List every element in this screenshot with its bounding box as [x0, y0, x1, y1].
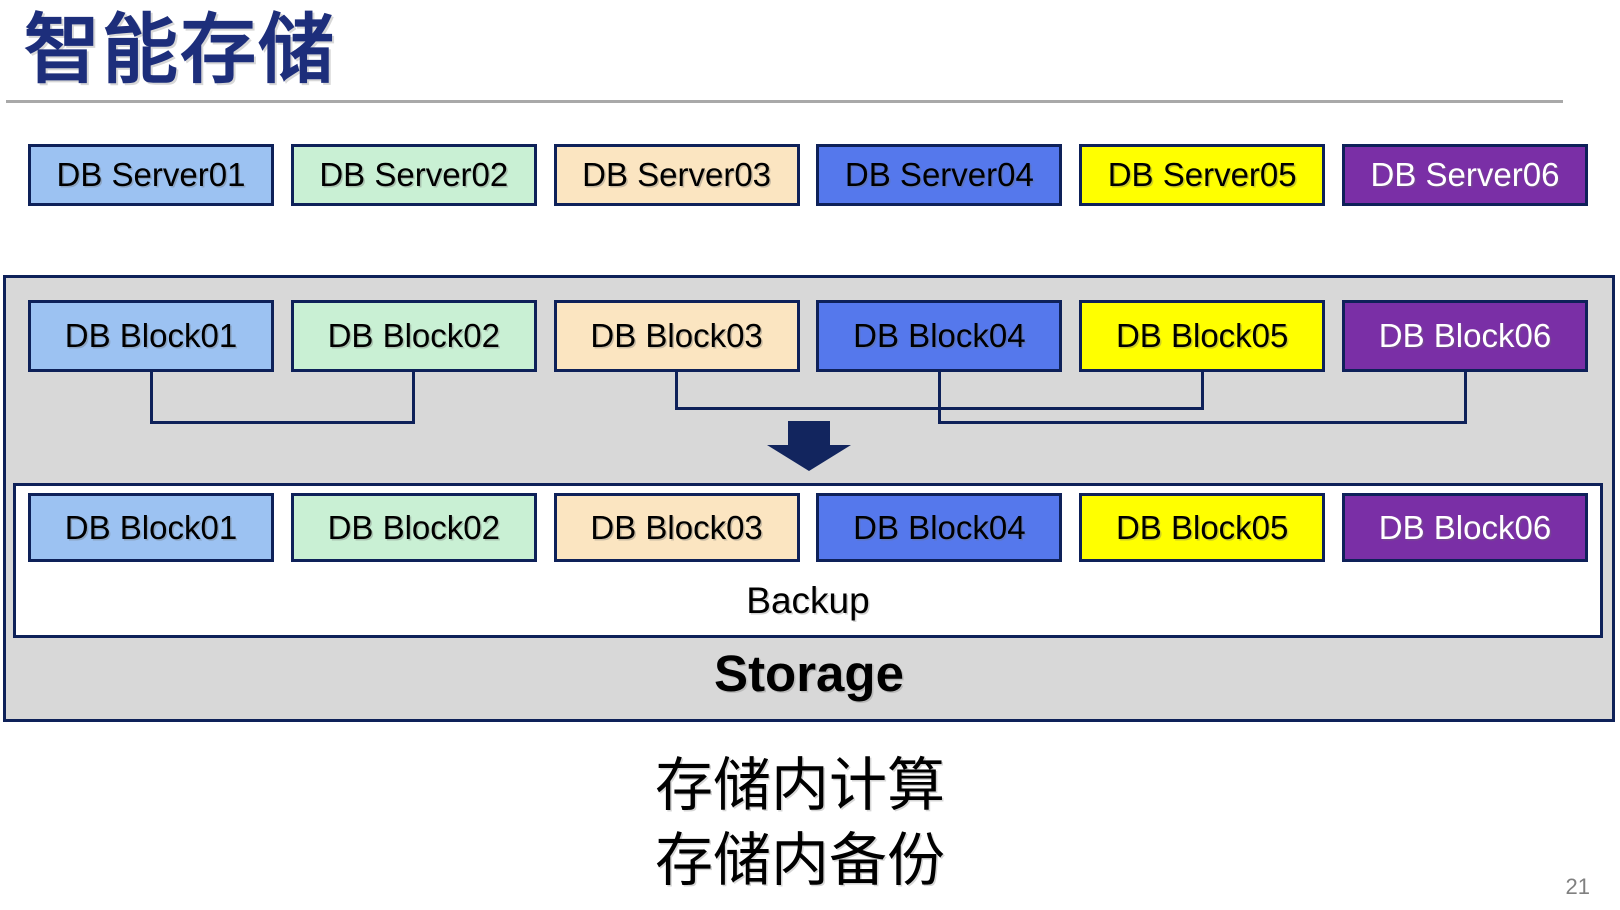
db-server-box-1: DB Server01 [28, 144, 274, 206]
db-block-backup-box-6: DB Block06 [1341, 493, 1588, 562]
db-server-row: DB Server01 DB Server02 DB Server03 DB Serv… [28, 144, 1588, 206]
connector-line [1464, 372, 1467, 424]
title-divider [6, 100, 1563, 103]
connector-line [675, 372, 678, 410]
db-block-backup-box-1: DB Block01 [28, 493, 274, 562]
backup-label: Backup [746, 580, 870, 621]
connector-line [412, 372, 415, 424]
arrow-down-icon [767, 421, 851, 471]
connector-line [1201, 372, 1204, 410]
connector-line [150, 421, 415, 424]
db-block-top-box-6: DB Block06 [1341, 300, 1588, 372]
connector-line [150, 372, 153, 424]
db-block-backup-box-3: DB Block03 [553, 493, 800, 562]
connector-line [938, 372, 941, 424]
db-block-backup-box-2: DB Block02 [290, 493, 537, 562]
db-server-box-4: DB Server04 [816, 144, 1063, 206]
db-block-top-box-1: DB Block01 [28, 300, 274, 372]
db-server-box-5: DB Server05 [1079, 144, 1326, 206]
caption-text: 存储内计算 存储内备份 [655, 748, 945, 898]
page-title: 智能存储 [24, 8, 336, 93]
db-block-top-box-3: DB Block03 [553, 300, 800, 372]
caption-line-2: 存储内备份 [655, 828, 946, 893]
storage-label: Storage [714, 645, 904, 702]
db-server-box-2: DB Server02 [290, 144, 537, 206]
db-block-backup-box-5: DB Block05 [1079, 493, 1326, 562]
db-block-top-box-2: DB Block02 [290, 300, 537, 372]
connector-line [938, 421, 1467, 424]
db-server-box-6: DB Server06 [1341, 144, 1588, 206]
db-server-box-3: DB Server03 [553, 144, 800, 206]
caption-line-1: 存储内计算 [655, 753, 946, 818]
db-block-top-box-4: DB Block04 [816, 300, 1063, 372]
db-block-backup-box-4: DB Block04 [816, 493, 1063, 562]
page-number: 21 [1565, 874, 1590, 899]
db-block-top-box-5: DB Block05 [1079, 300, 1326, 372]
